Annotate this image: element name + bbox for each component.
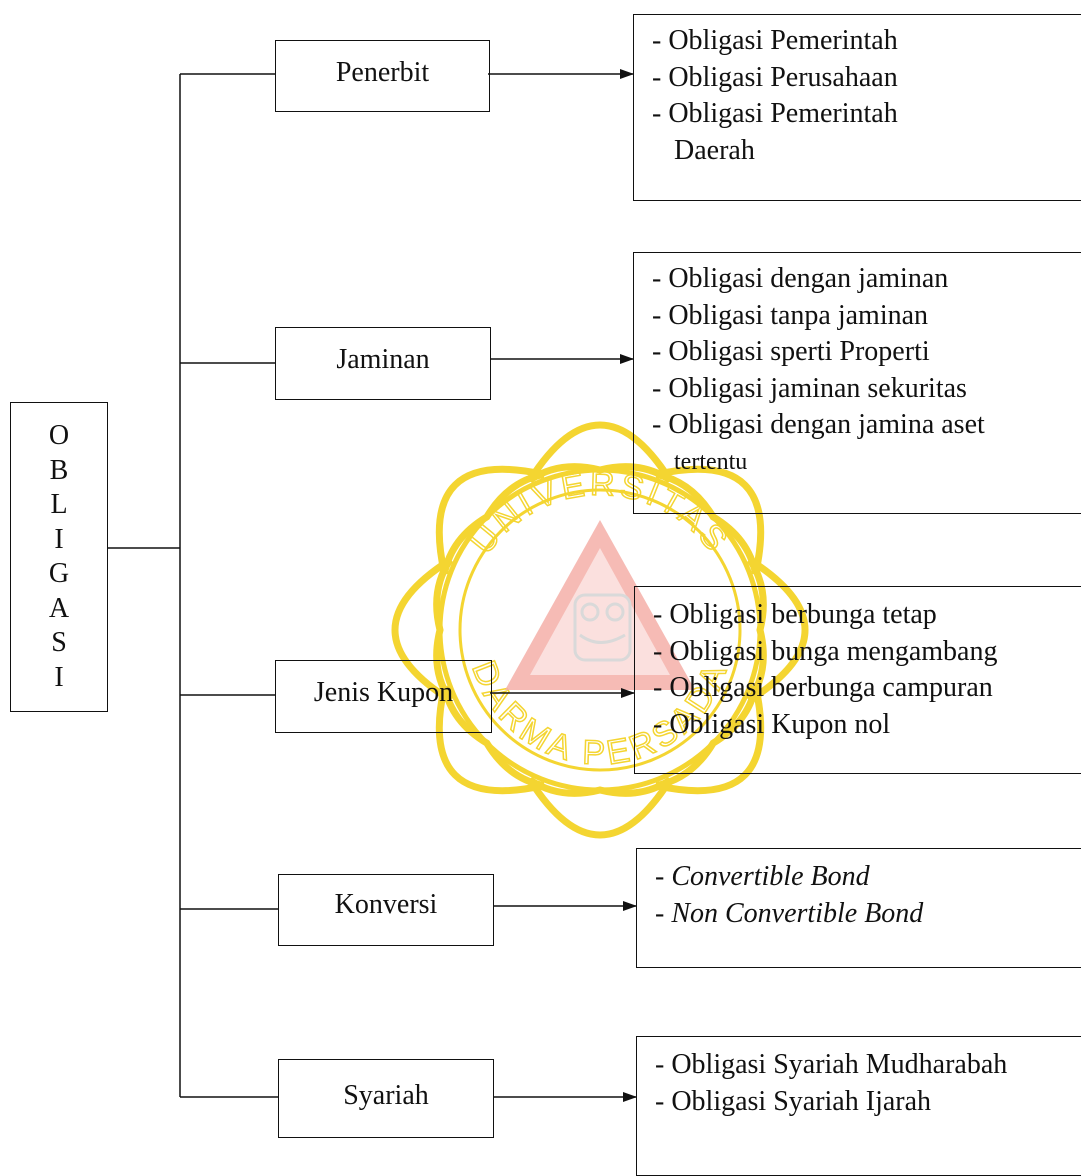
- category-label: Penerbit: [335, 57, 430, 88]
- root-letter: I: [54, 523, 64, 555]
- category-box-jenis-kupon: Jenis Kupon: [275, 660, 492, 733]
- detail-box-syariah: - Obligasi Syariah Mudharabah - Obligasi…: [636, 1036, 1081, 1176]
- detail-item: - Obligasi Kupon nol: [653, 708, 891, 740]
- detail-item: - Obligasi tanpa jaminan: [652, 299, 929, 331]
- category-label: Jenis Kupon: [313, 677, 454, 708]
- root-letter: A: [48, 592, 70, 624]
- detail-list: - Obligasi Syariah Mudharabah - Obligasi…: [655, 1047, 1007, 1120]
- detail-item: - Obligasi berbunga campuran: [653, 672, 993, 703]
- detail-item: - Obligasi dengan jamina aset: [652, 409, 985, 440]
- root-vertical-label: O B L I G A S I: [11, 419, 107, 695]
- root-letter: G: [48, 558, 70, 589]
- detail-item: - Convertible Bond: [655, 861, 870, 892]
- detail-item: - Obligasi sperti Properti: [652, 336, 930, 367]
- detail-item: - Obligasi Pemerintah: [652, 98, 898, 129]
- detail-box-konversi: - Convertible Bond - Non Convertible Bon…: [636, 848, 1081, 968]
- detail-list: - Obligasi berbunga tetap - Obligasi bun…: [653, 597, 997, 743]
- detail-list: - Obligasi dengan jaminan - Obligasi tan…: [652, 261, 985, 480]
- detail-item: - Obligasi Syariah Mudharabah: [655, 1049, 1008, 1080]
- root-letter: O: [48, 420, 70, 451]
- detail-box-penerbit: - Obligasi Pemerintah - Obligasi Perusah…: [633, 14, 1081, 201]
- category-label: Konversi: [334, 889, 438, 920]
- root-box-obligasi: O B L I G A S I: [10, 402, 108, 712]
- detail-item: - Obligasi jaminan sekuritas: [652, 372, 967, 404]
- watermark-petals: [391, 421, 809, 839]
- detail-item: - Obligasi bunga mengambang: [653, 635, 998, 667]
- category-box-penerbit: Penerbit: [275, 40, 490, 112]
- root-letter: L: [50, 489, 68, 520]
- watermark-emblem: [573, 593, 632, 662]
- watermark-petal: [435, 465, 545, 575]
- detail-item: - Obligasi Perusahaan: [652, 61, 898, 93]
- root-letter: S: [51, 627, 67, 658]
- root-letter: B: [49, 454, 69, 486]
- detail-item-continuation: Daerah: [674, 134, 755, 166]
- category-label: Jaminan: [336, 344, 430, 375]
- detail-item: - Obligasi berbunga tetap: [653, 599, 937, 630]
- detail-item: - Obligasi Pemerintah: [652, 25, 898, 56]
- detail-item: - Obligasi Syariah Ijarah: [655, 1085, 932, 1117]
- category-box-jaminan: Jaminan: [275, 327, 491, 400]
- detail-list: - Convertible Bond - Non Convertible Bon…: [655, 859, 923, 932]
- category-box-syariah: Syariah: [278, 1059, 494, 1138]
- detail-box-jaminan: - Obligasi dengan jaminan - Obligasi tan…: [633, 252, 1081, 514]
- detail-box-jenis-kupon: - Obligasi berbunga tetap - Obligasi bun…: [634, 586, 1081, 774]
- root-letter: I: [54, 661, 64, 693]
- category-box-konversi: Konversi: [278, 874, 494, 946]
- detail-item: - Non Convertible Bond: [655, 897, 924, 929]
- detail-item-continuation: tertentu: [674, 448, 748, 475]
- detail-list: - Obligasi Pemerintah - Obligasi Perusah…: [652, 23, 898, 169]
- category-label: Syariah: [343, 1080, 429, 1111]
- detail-item: - Obligasi dengan jaminan: [652, 263, 949, 294]
